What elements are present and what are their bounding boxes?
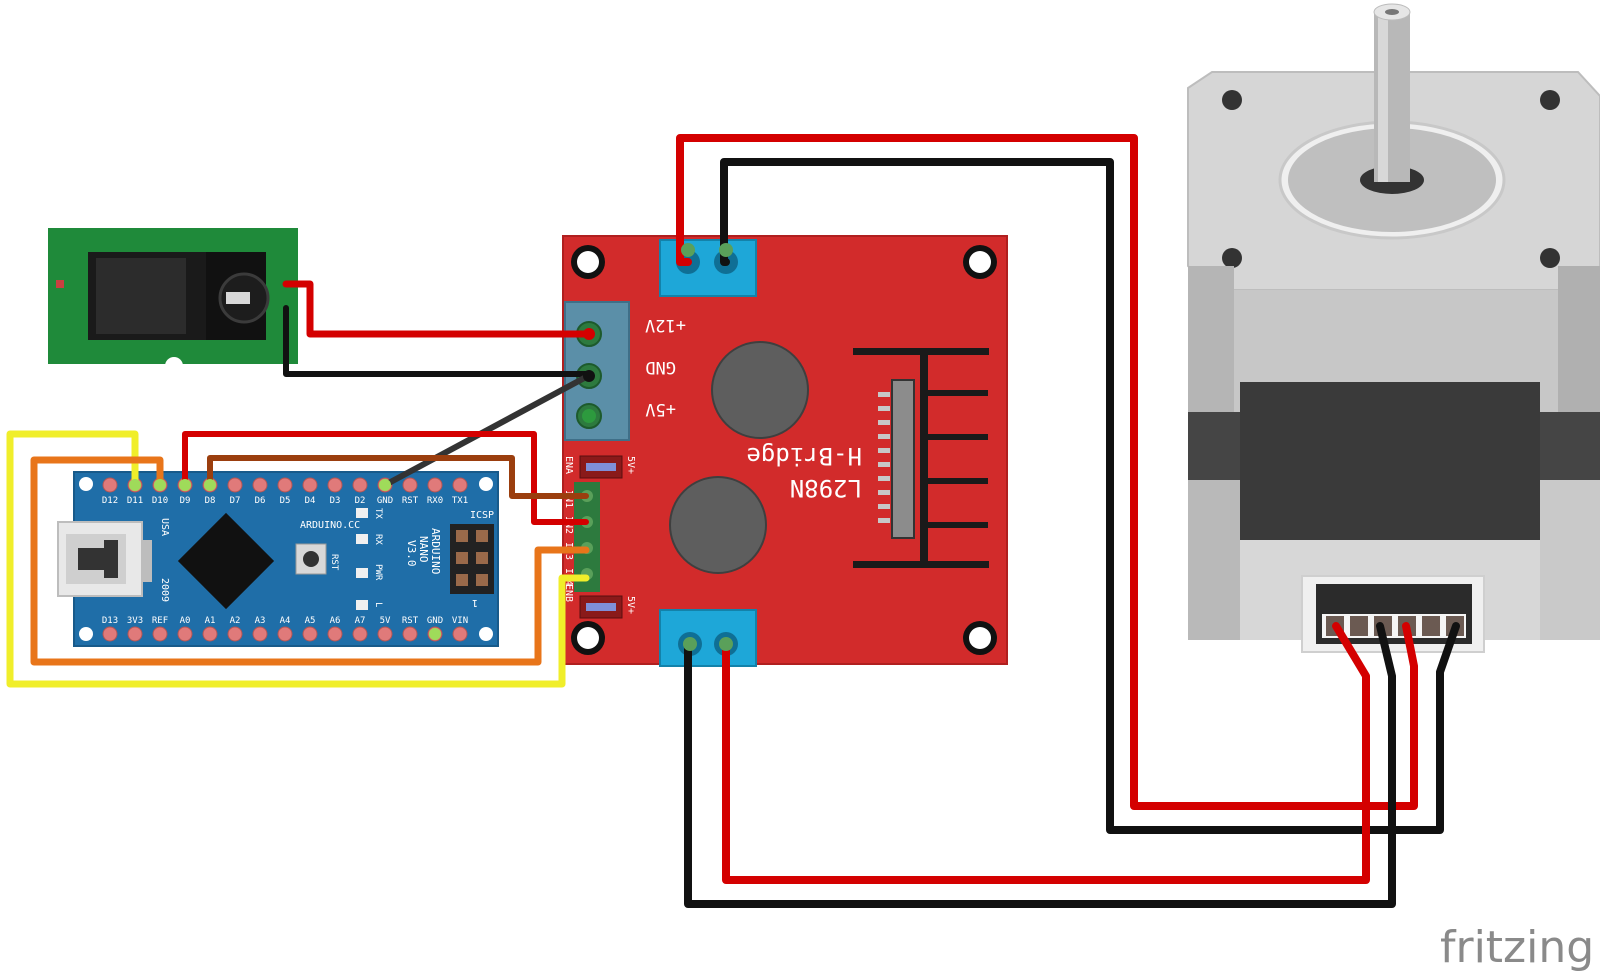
nano-pin-label-top: D4: [305, 496, 316, 506]
stepper-motor: [1187, 3, 1600, 653]
hbridge-in2-label: IN2: [563, 516, 574, 534]
nano-pin-label-top: D8: [205, 496, 216, 506]
nano-model-line-1: ARDUINO: [429, 528, 442, 574]
nano-one-label: 1: [472, 597, 478, 608]
nano-pin-label-top: D2: [355, 496, 366, 506]
hbridge-jumper-5v-top-label: 5V+: [625, 456, 636, 474]
arduino-nano-board: D12 D11 D10 D9 D8 D7 D6 D5 D4 D3 D2 GND …: [57, 471, 499, 647]
nano-pin-label-top: RST: [402, 496, 419, 506]
nano-pin-label-bottom: A5: [305, 616, 316, 626]
hbridge-jumper-5v-bottom-label: 5V+: [625, 596, 636, 614]
nano-usa-label: USA: [159, 518, 170, 536]
nano-pin-label-bottom: A1: [205, 616, 216, 626]
fritzing-brand: fritzing: [1440, 922, 1594, 972]
nano-pin-label-bottom: A3: [255, 616, 266, 626]
nano-pin-label-top: RX0: [427, 496, 443, 506]
hbridge-in1-label: IN1: [563, 490, 574, 508]
nano-brand-label: ARDUINO.CC: [300, 520, 360, 531]
nano-pin-label-top: D7: [230, 496, 241, 506]
hbridge-subtitle: H-Bridge: [746, 442, 862, 470]
nano-l-led-label: L: [373, 602, 383, 607]
hbridge-pin-12v-label: +12V: [645, 315, 686, 335]
nano-pin-label-top: TX1: [452, 496, 468, 506]
dc-power-jack: [48, 228, 298, 375]
nano-rst-button-label: RST: [329, 554, 339, 571]
l298n-hbridge-board: +12V GND +5V H-Bridge L298N 5V+ 5V+ ENA …: [562, 235, 1008, 667]
nano-pin-label-top: D11: [127, 496, 143, 506]
nano-pin-label-top: D3: [330, 496, 341, 506]
wire-jack-to-gnd: [283, 305, 589, 377]
nano-year-label: 2009: [159, 578, 170, 602]
hbridge-pin-gnd-label: GND: [645, 357, 676, 377]
nano-pin-label-bottom: A7: [355, 616, 366, 626]
hbridge-title: L298N: [790, 474, 862, 502]
nano-pin-label-bottom: 5V: [380, 616, 391, 626]
nano-pin-label-bottom: A0: [180, 616, 191, 626]
wire-motor-b-black: [684, 622, 1396, 908]
nano-icsp-label: ICSP: [470, 510, 494, 521]
nano-model-line-3: V3.0: [405, 540, 418, 567]
nano-pin-label-bottom: VIN: [452, 616, 468, 626]
nano-pin-label-bottom: D13: [102, 616, 118, 626]
nano-pin-label-bottom: GND: [427, 616, 443, 626]
nano-pin-label-top: D12: [102, 496, 118, 506]
wire-yellow: [6, 430, 590, 688]
wire-red-signal: [182, 431, 589, 525]
wire-brown: [207, 455, 589, 499]
wire-orange: [30, 456, 590, 666]
wire-motor-b-red: [722, 622, 1370, 884]
nano-pin-label-top: D9: [180, 496, 191, 506]
nano-pin-label-bottom: A4: [280, 616, 291, 626]
nano-pin-label-bottom: REF: [152, 616, 168, 626]
hbridge-enb-label: ENB: [563, 584, 574, 602]
nano-pin-label-top: D5: [280, 496, 291, 506]
nano-pin-label-bottom: RST: [402, 616, 419, 626]
nano-rx-led-label: RX: [373, 534, 383, 545]
nano-pin-label-bottom: A2: [230, 616, 241, 626]
connection-dots: [129, 243, 733, 651]
nano-pin-label-bottom: 3V3: [127, 616, 143, 626]
nano-pin-label-bottom: A6: [330, 616, 341, 626]
wire-jack-to-12v: [282, 280, 590, 338]
nano-tx-led-label: TX: [373, 508, 383, 519]
hbridge-pin-5v-label: +5V: [645, 399, 676, 419]
nano-pin-label-top: D10: [152, 496, 168, 506]
hbridge-ena-label: ENA: [563, 456, 574, 474]
nano-pin-label-top: GND: [377, 496, 393, 506]
nano-pin-label-top: D6: [255, 496, 266, 506]
nano-pwr-led-label: PWR: [373, 564, 383, 581]
nano-model-line-2: NANO: [417, 536, 430, 563]
wire-nano-gnd-to-hbridge-gnd: [382, 373, 591, 488]
wire-motor-a-red: [676, 134, 1418, 810]
